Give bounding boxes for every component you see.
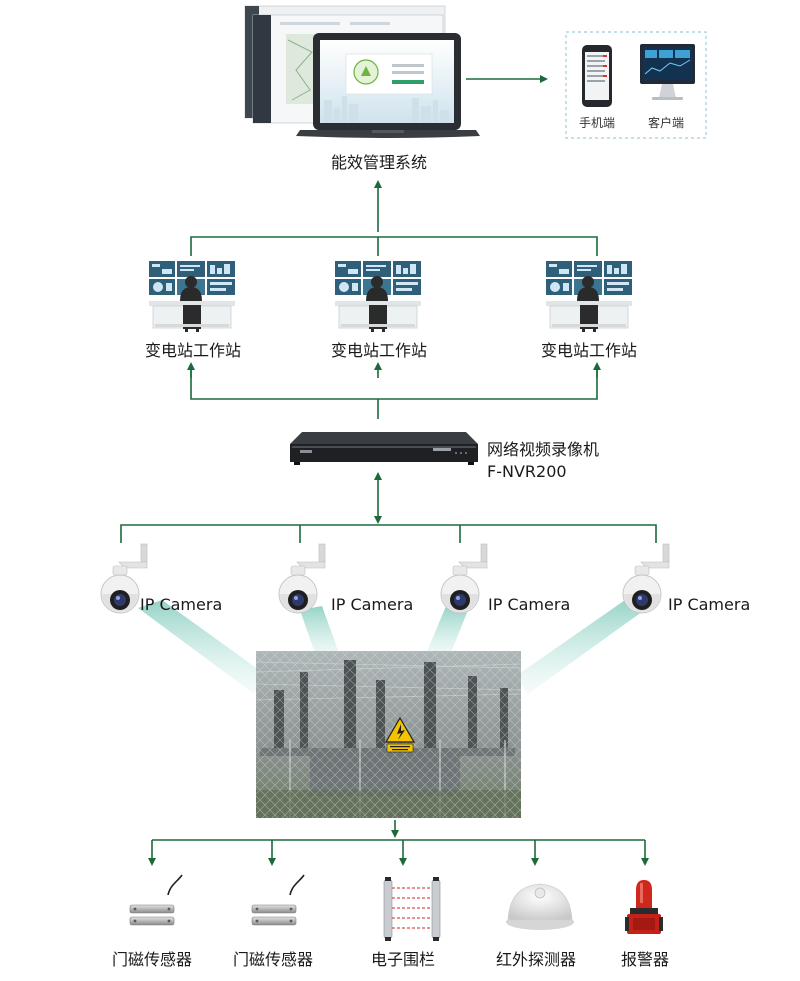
infrared-detector: 红外探测器	[496, 883, 576, 969]
desktop-client-label: 客户端	[648, 115, 684, 130]
device-label: 门磁传感器	[112, 950, 192, 969]
energy-management-system: 能效管理系统	[244, 5, 480, 172]
ip-camera-1: IP Camera	[100, 543, 222, 614]
substation-site-photo	[255, 651, 522, 818]
electronic-fence-icon	[383, 877, 441, 941]
workstation-icon	[148, 260, 236, 333]
door-magnetic-sensor-icon	[129, 874, 183, 926]
workstation-2: 变电站工作站	[331, 260, 427, 360]
laptop-icon	[296, 33, 480, 138]
camera-label: IP Camera	[488, 595, 570, 614]
door-sensor-1: 门磁传感器	[112, 874, 192, 969]
ip-camera-4: IP Camera	[622, 543, 750, 614]
workstation-label: 变电站工作站	[145, 341, 241, 360]
door-magnetic-sensor-icon	[251, 874, 305, 926]
camera-label: IP Camera	[668, 595, 750, 614]
device-label: 红外探测器	[496, 950, 576, 969]
nvr-model: F-NVR200	[487, 462, 567, 481]
connector-lines	[120, 75, 657, 866]
nvr-device-icon	[290, 432, 478, 465]
clients-dashed-box	[565, 31, 707, 139]
door-sensor-2: 门磁传感器	[233, 874, 313, 969]
ip-camera-2: IP Camera	[278, 543, 413, 614]
alarm-siren: 报警器	[621, 880, 669, 969]
ptz-camera-icon	[622, 543, 670, 614]
energy-system-label: 能效管理系统	[331, 153, 427, 172]
workstation-top-bus	[190, 236, 598, 256]
ptz-camera-icon	[440, 543, 488, 614]
nvr-recorder: 网络视频录像机 F-NVR200	[290, 432, 599, 481]
device-label: 电子围栏	[371, 950, 435, 969]
ip-camera-3: IP Camera	[440, 543, 570, 614]
mobile-phone-icon	[582, 45, 612, 107]
workstation-label: 变电站工作站	[541, 341, 637, 360]
client-terminals: 手机端 客户端	[565, 31, 707, 139]
warning-sign-icon	[384, 716, 416, 753]
workstation-icon	[545, 260, 633, 333]
electronic-fence: 电子围栏	[371, 877, 441, 969]
ptz-camera-icon	[278, 543, 326, 614]
device-label: 报警器	[621, 950, 669, 969]
workstation-icon	[334, 260, 422, 333]
camera-label: IP Camera	[140, 595, 222, 614]
camera-label: IP Camera	[331, 595, 413, 614]
infrared-detector-icon	[506, 883, 574, 930]
alarm-siren-icon	[625, 880, 663, 934]
workstation-bottom-bus	[190, 366, 598, 400]
workstation-label: 变电站工作站	[331, 341, 427, 360]
workstation-3: 变电站工作站	[541, 260, 637, 360]
nvr-name: 网络视频录像机	[487, 440, 599, 459]
camera-bus	[120, 524, 657, 543]
desktop-monitor-icon	[640, 44, 695, 100]
device-label: 门磁传感器	[233, 950, 313, 969]
workstation-1: 变电站工作站	[145, 260, 241, 360]
camera-view-beams	[138, 598, 650, 694]
mobile-label: 手机端	[579, 116, 615, 130]
